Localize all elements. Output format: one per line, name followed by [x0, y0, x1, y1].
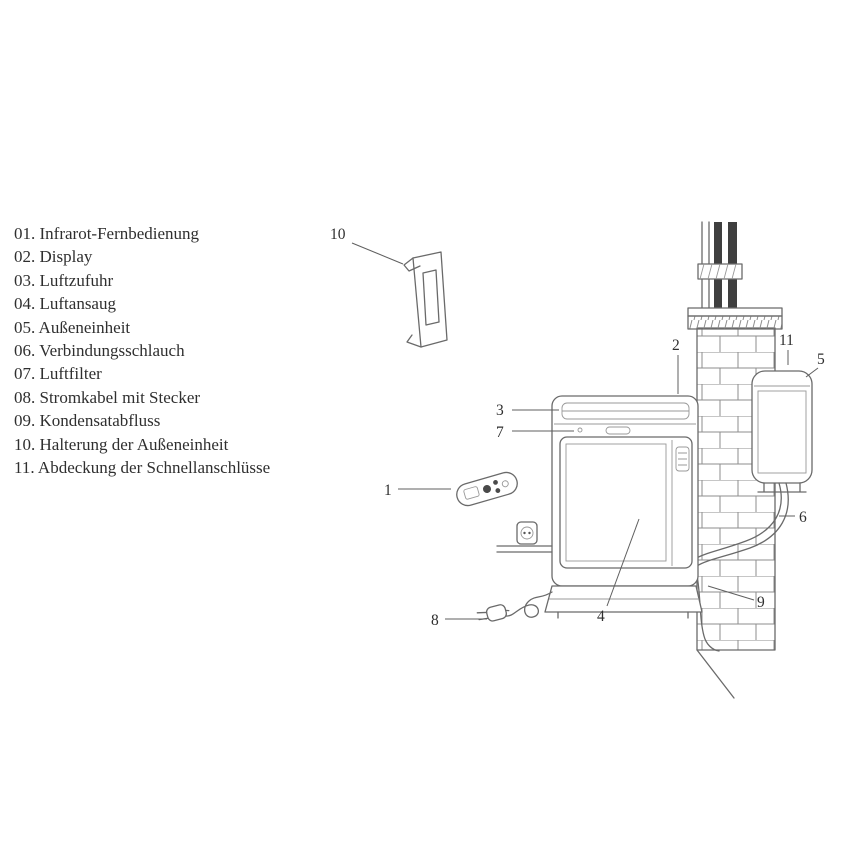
- legend-item-10: 10. Halterung der Außeneinheit: [14, 434, 229, 454]
- callout-1: 1: [384, 482, 392, 499]
- callout-6: 6: [799, 509, 807, 526]
- legend-item-04: 04. Luftansaug: [14, 294, 116, 314]
- legend-item-05: 05. Außeneinheit: [14, 317, 131, 337]
- callout-7: 7: [496, 424, 504, 441]
- legend-item-11: 11. Abdeckung der Schnellanschlüsse: [14, 458, 271, 478]
- legend-item-07: 07. Luftfilter: [14, 364, 102, 384]
- callout-4: 4: [597, 608, 605, 625]
- callout-8: 8: [431, 612, 439, 629]
- legend-item-09: 09. Kondensatabfluss: [14, 411, 161, 431]
- bracket-drawing: [403, 251, 448, 348]
- callout-10: 10: [330, 226, 346, 243]
- callout-11: 11: [779, 332, 794, 349]
- outdoor-unit-drawing: [751, 370, 813, 493]
- callout-5: 5: [817, 351, 825, 368]
- power-plug-drawing: [476, 591, 553, 622]
- callout-3: 3: [496, 402, 504, 419]
- legend-item-02: 02. Display: [14, 247, 93, 267]
- legend-item-06: 06. Verbindungsschlauch: [14, 341, 185, 361]
- wall-outlet-drawing: [496, 521, 553, 553]
- condensate-drain-drawing: [695, 569, 720, 652]
- indoor-unit-drawing: [544, 395, 703, 619]
- leader-lines: [351, 242, 819, 620]
- legend-item-08: 08. Stromkabel mit Stecker: [14, 387, 201, 407]
- callout-2: 2: [672, 337, 680, 354]
- hose-drawing: [694, 482, 789, 567]
- legend-item-01: 01. Infrarot-Fernbedienung: [14, 224, 200, 243]
- remote-control-drawing: [456, 471, 518, 507]
- legend: 01. Infrarot-Fernbedienung 02. Display 0…: [14, 222, 270, 479]
- callout-9: 9: [757, 594, 765, 611]
- legend-item-03: 03. Luftzufuhr: [14, 270, 114, 290]
